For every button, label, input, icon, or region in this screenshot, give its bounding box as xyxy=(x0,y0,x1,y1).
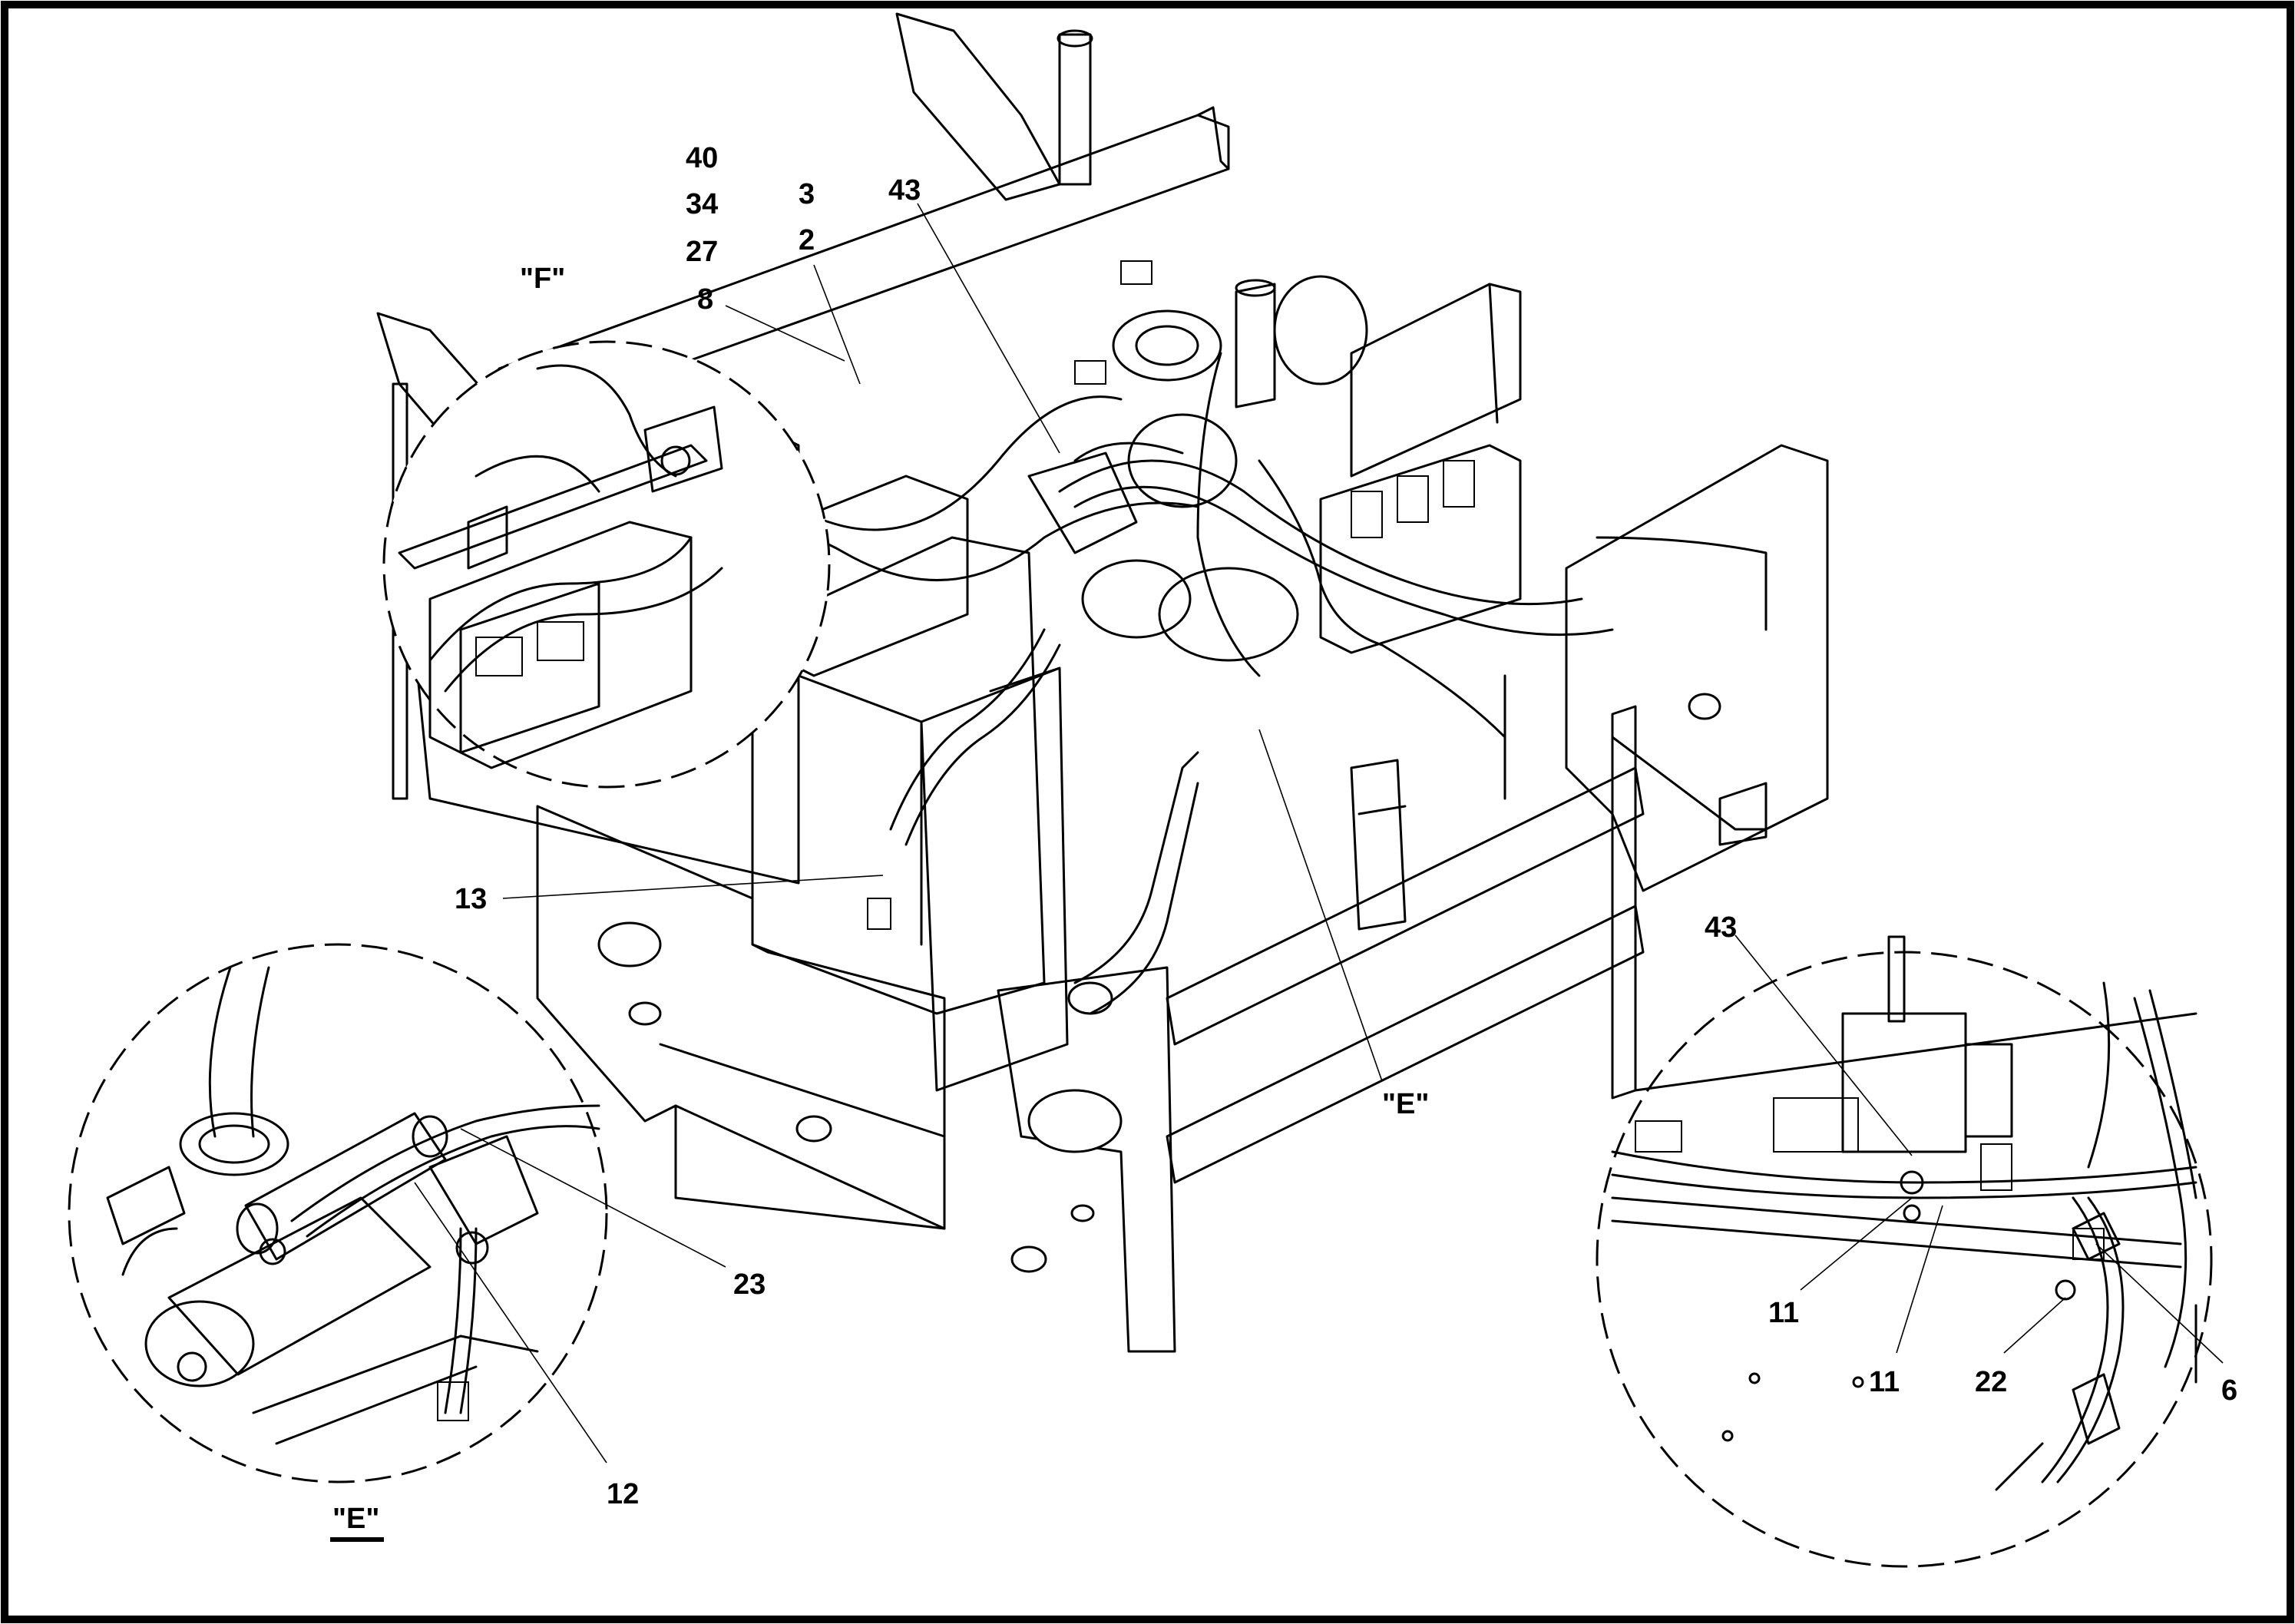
callout-27: 27 xyxy=(686,236,718,268)
callout-2: 2 xyxy=(799,224,815,256)
view-label-e-detail: "E" xyxy=(332,1503,379,1535)
detail-view-f xyxy=(382,340,831,789)
callout-13: 13 xyxy=(455,883,487,915)
callout-6: 6 xyxy=(2221,1374,2237,1407)
callout-labels: 40 34 27 8 3 2 43 "F" 13 "E" 23 12 "E" 4… xyxy=(332,142,2237,1535)
detail-view-right xyxy=(1596,935,2213,1568)
callout-40: 40 xyxy=(686,142,718,174)
callout-8: 8 xyxy=(697,283,713,316)
view-label-f: "F" xyxy=(520,263,565,295)
machine-frame-assembly xyxy=(376,12,1829,1353)
callout-11-a: 11 xyxy=(1768,1297,1799,1329)
callout-22: 22 xyxy=(1975,1366,2007,1398)
callout-43-detail: 43 xyxy=(1705,911,1737,944)
leader-lines xyxy=(330,203,2224,1542)
callout-43-top: 43 xyxy=(888,174,921,207)
callout-11-b: 11 xyxy=(1869,1366,1900,1398)
callout-3: 3 xyxy=(799,178,815,210)
view-label-e-main: "E" xyxy=(1382,1088,1429,1120)
callout-23: 23 xyxy=(733,1268,766,1301)
callout-12: 12 xyxy=(607,1478,639,1510)
callout-34: 34 xyxy=(686,188,718,220)
detail-view-e xyxy=(68,943,608,1483)
